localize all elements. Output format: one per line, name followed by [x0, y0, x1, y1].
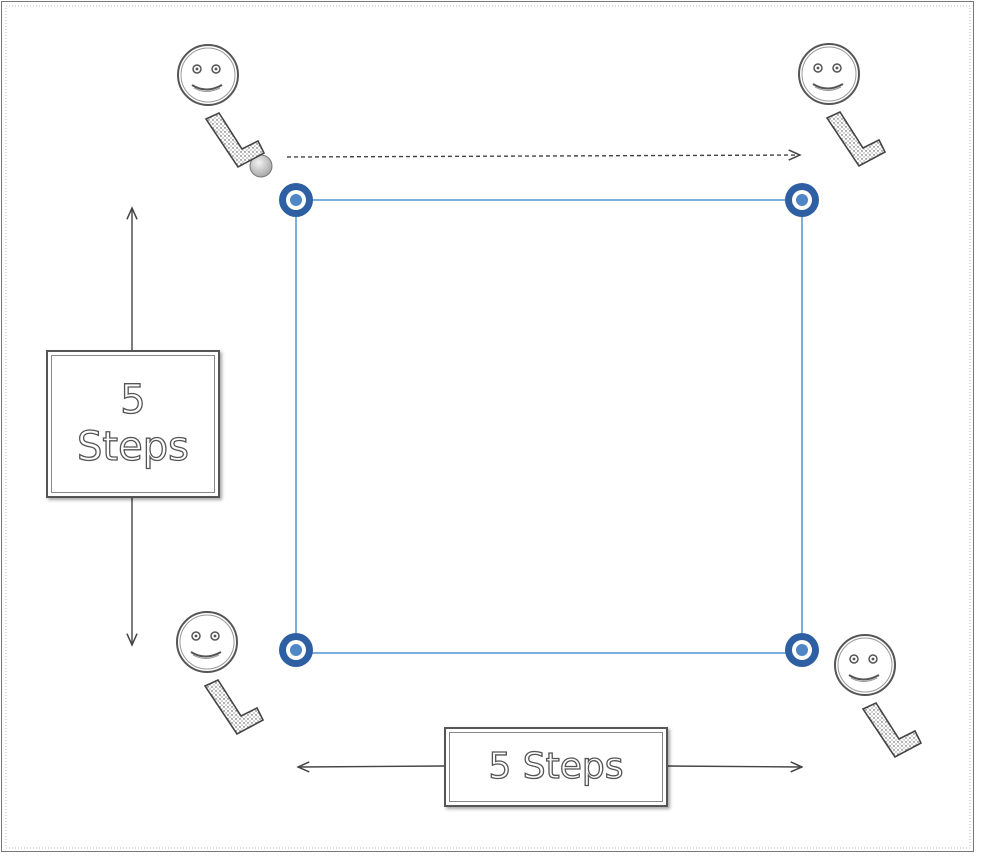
- smiley-figure-top-right: [798, 43, 886, 167]
- horizontal-measure-arrow-right: [663, 766, 802, 767]
- side-label-word: Steps: [76, 423, 189, 470]
- corner-marker-bottom-left: [279, 633, 313, 667]
- corner-marker-bottom-right: [785, 633, 819, 667]
- direction-arrow-dashed: [286, 155, 800, 157]
- walking-square: [295, 199, 803, 654]
- side-length-label-horizontal: 5 Steps: [444, 727, 668, 807]
- side-label-number: 5: [120, 376, 147, 423]
- side-length-label-vertical: 5 Steps: [46, 350, 220, 498]
- corner-marker-top-left: [279, 183, 313, 217]
- bottom-label-text: 5 Steps: [488, 745, 624, 787]
- corner-marker-top-right: [785, 183, 819, 217]
- smiley-figure-bottom-left: [176, 611, 264, 735]
- smiley-figure-bottom-right: [834, 634, 922, 758]
- smiley-figure-top-left: [177, 44, 265, 168]
- horizontal-measure-arrow-left: [298, 766, 445, 767]
